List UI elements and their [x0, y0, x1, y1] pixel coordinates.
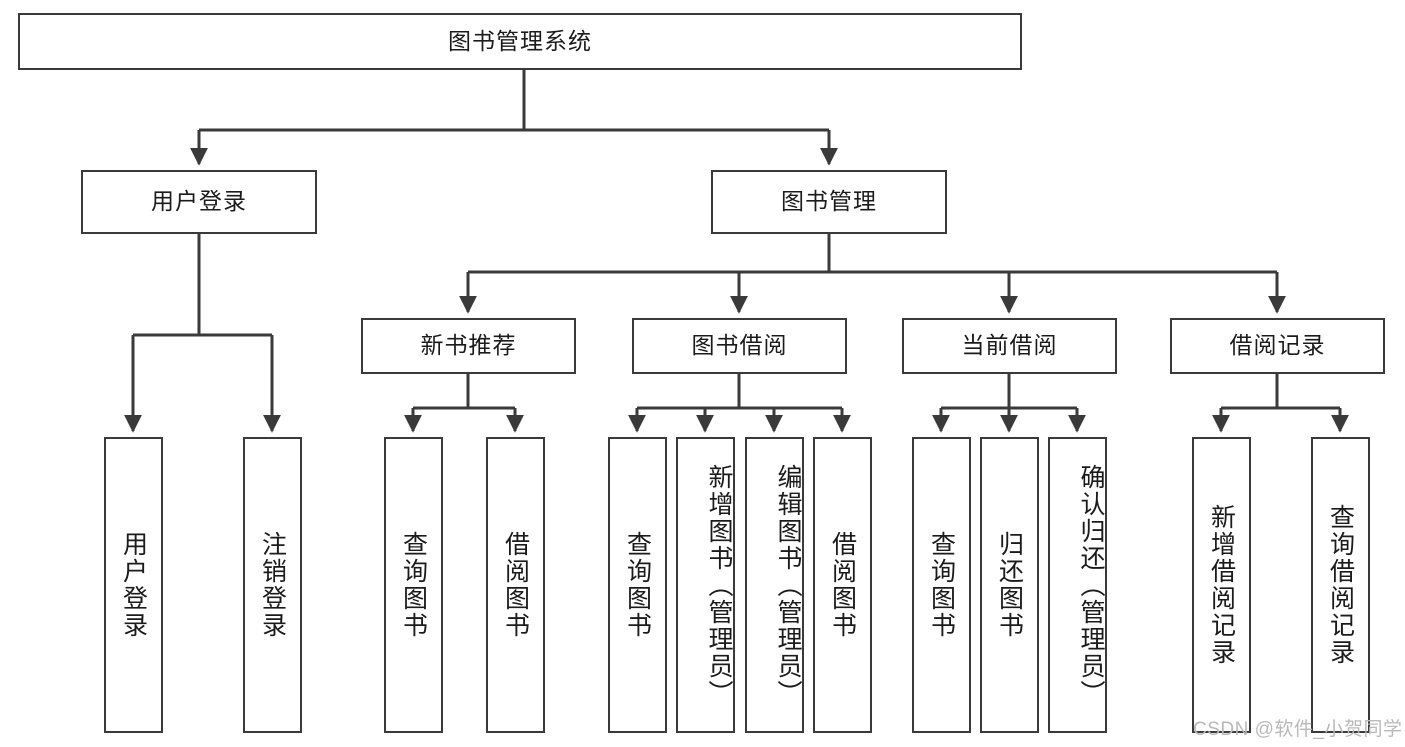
leaf-book-borrow-borrow[interactable]: 借阅图书: [813, 437, 872, 733]
node-label: 编辑图书（管理员）: [774, 463, 802, 707]
node-borrow-record[interactable]: 借阅记录: [1170, 318, 1385, 374]
node-label: 查询图书: [927, 531, 956, 639]
node-label: 图书管理系统: [448, 27, 592, 54]
leaf-current-borrow-query[interactable]: 查询图书: [912, 437, 971, 733]
node-label: 借阅图书: [501, 531, 530, 639]
leaf-user-login-login[interactable]: 用户登录: [104, 437, 163, 733]
node-label: 查询借阅记录: [1326, 504, 1355, 666]
node-new-book-recommend[interactable]: 新书推荐: [361, 318, 576, 374]
node-book-borrow[interactable]: 图书借阅: [632, 318, 847, 374]
leaf-new-book-query[interactable]: 查询图书: [384, 437, 443, 733]
leaf-book-borrow-add[interactable]: 新增图书（管理员）: [676, 437, 735, 733]
node-label: 查询图书: [399, 531, 428, 639]
node-label: 用户登录: [119, 531, 148, 639]
leaf-user-login-logout[interactable]: 注销登录: [243, 437, 302, 733]
leaf-new-book-borrow[interactable]: 借阅图书: [486, 437, 545, 733]
node-current-borrow[interactable]: 当前借阅: [902, 318, 1117, 374]
node-label: 图书借阅: [691, 332, 788, 359]
node-label: 用户登录: [151, 188, 247, 215]
node-label: 归还图书: [995, 531, 1024, 639]
node-label: 确认归还（管理员）: [1077, 463, 1105, 707]
node-label: 借阅图书: [828, 531, 857, 639]
csdn-watermark: CSDN @软件_小贺同学: [1193, 719, 1403, 740]
node-label: 新增借阅记录: [1207, 504, 1236, 666]
node-label: 借阅记录: [1229, 332, 1326, 359]
node-book-management[interactable]: 图书管理: [711, 170, 947, 234]
node-label: 当前借阅: [961, 332, 1058, 359]
leaf-borrow-record-add[interactable]: 新增借阅记录: [1192, 437, 1251, 733]
leaf-current-borrow-confirm[interactable]: 确认归还（管理员）: [1048, 437, 1107, 733]
leaf-book-borrow-query[interactable]: 查询图书: [608, 437, 667, 733]
node-label: 注销登录: [258, 531, 287, 639]
node-label: 新书推荐: [420, 332, 517, 359]
node-label: 新增图书（管理员）: [705, 463, 733, 707]
leaf-borrow-record-query[interactable]: 查询借阅记录: [1311, 437, 1370, 733]
leaf-current-borrow-return[interactable]: 归还图书: [980, 437, 1039, 733]
node-root-system[interactable]: 图书管理系统: [18, 13, 1022, 70]
node-user-login[interactable]: 用户登录: [81, 170, 317, 234]
node-label: 查询图书: [623, 531, 652, 639]
leaf-book-borrow-edit[interactable]: 编辑图书（管理员）: [745, 437, 804, 733]
node-label: 图书管理: [781, 188, 877, 215]
